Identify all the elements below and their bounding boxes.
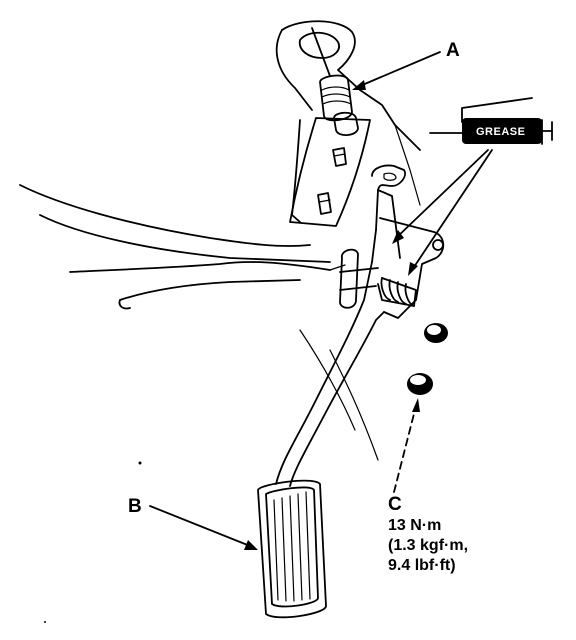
grease-label: GREASE <box>476 126 525 138</box>
pedal-stop-pad <box>311 27 359 136</box>
pedal-pad <box>257 479 327 619</box>
callout-b: B <box>128 496 258 550</box>
mounting-plate <box>289 117 371 227</box>
torque-metric: 13 N·m <box>388 517 441 534</box>
stray-dot <box>138 461 142 465</box>
pedal-arm-upper <box>371 164 406 263</box>
body-panel-outline <box>19 20 421 461</box>
label-c: C <box>388 494 402 515</box>
stray-dot <box>44 621 46 623</box>
torque-kgf: (1.3 kgf·m, <box>388 537 468 554</box>
grease-leader-arrows <box>392 149 493 276</box>
mounting-studs <box>317 147 347 215</box>
pedal-arm-lower <box>275 261 385 487</box>
callout-a: A <box>352 40 460 90</box>
label-a: A <box>446 40 460 61</box>
mounting-nut-lower <box>407 373 433 395</box>
torque-imperial: 9.4 lbf·ft) <box>388 557 456 574</box>
grease-icon: GREASE <box>429 97 553 145</box>
callout-c: C 13 N·m (1.3 kgf·m, 9.4 lbf·ft) <box>388 398 468 574</box>
pedal-bracket <box>339 217 445 319</box>
label-b: B <box>128 496 142 517</box>
mounting-nut-upper <box>424 323 448 343</box>
return-spring <box>377 277 417 307</box>
